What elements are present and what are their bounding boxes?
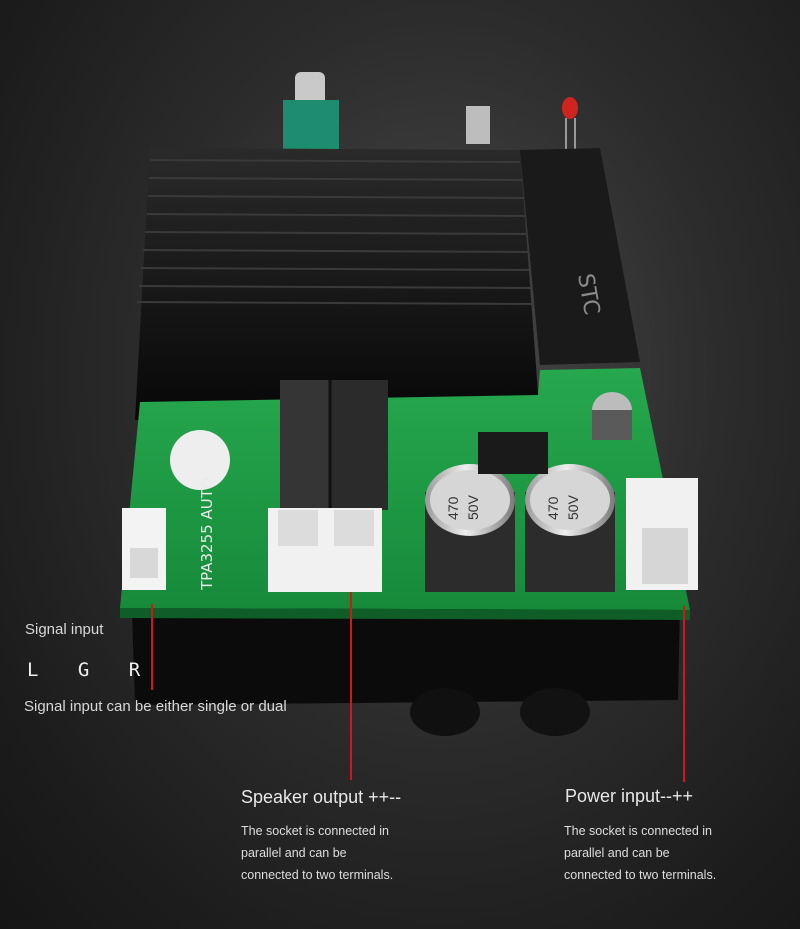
speaker-output-title: Speaker output ++-- [241,787,402,807]
callout-lines [151,592,685,782]
signal-input-title: Signal input [25,621,104,638]
heatsink [135,148,540,420]
power-input-title: Power input--++ [565,786,694,806]
signal-connector [122,508,166,590]
stc-chip: STC [520,148,640,365]
signal-input-note: Signal input can be either single or dua… [24,698,287,715]
svg-text:50V: 50V [565,494,581,520]
svg-text:470: 470 [545,496,561,520]
capacitor-right: 470 50V [525,464,615,592]
capacitor-left: 470 50V [425,464,515,592]
top-connector [466,106,490,144]
speaker-output-desc: The socket is connected in parallel and … [241,824,394,882]
power-input-desc: The socket is connected in parallel and … [564,824,717,882]
small-capacitor [592,392,632,440]
signal-channels: L G R [27,659,155,681]
svg-text:50V: 50V [465,494,481,520]
board-label: TPA3255 AUTO [198,477,216,591]
speaker-connector [268,508,382,592]
logo-sticker [170,430,230,490]
ic-chip [478,432,548,474]
svg-text:470: 470 [445,496,461,520]
bottom-heatsink [132,605,680,736]
power-connector [626,478,698,590]
red-led [562,97,578,150]
inductors [280,380,388,510]
potentiometer [283,72,339,152]
